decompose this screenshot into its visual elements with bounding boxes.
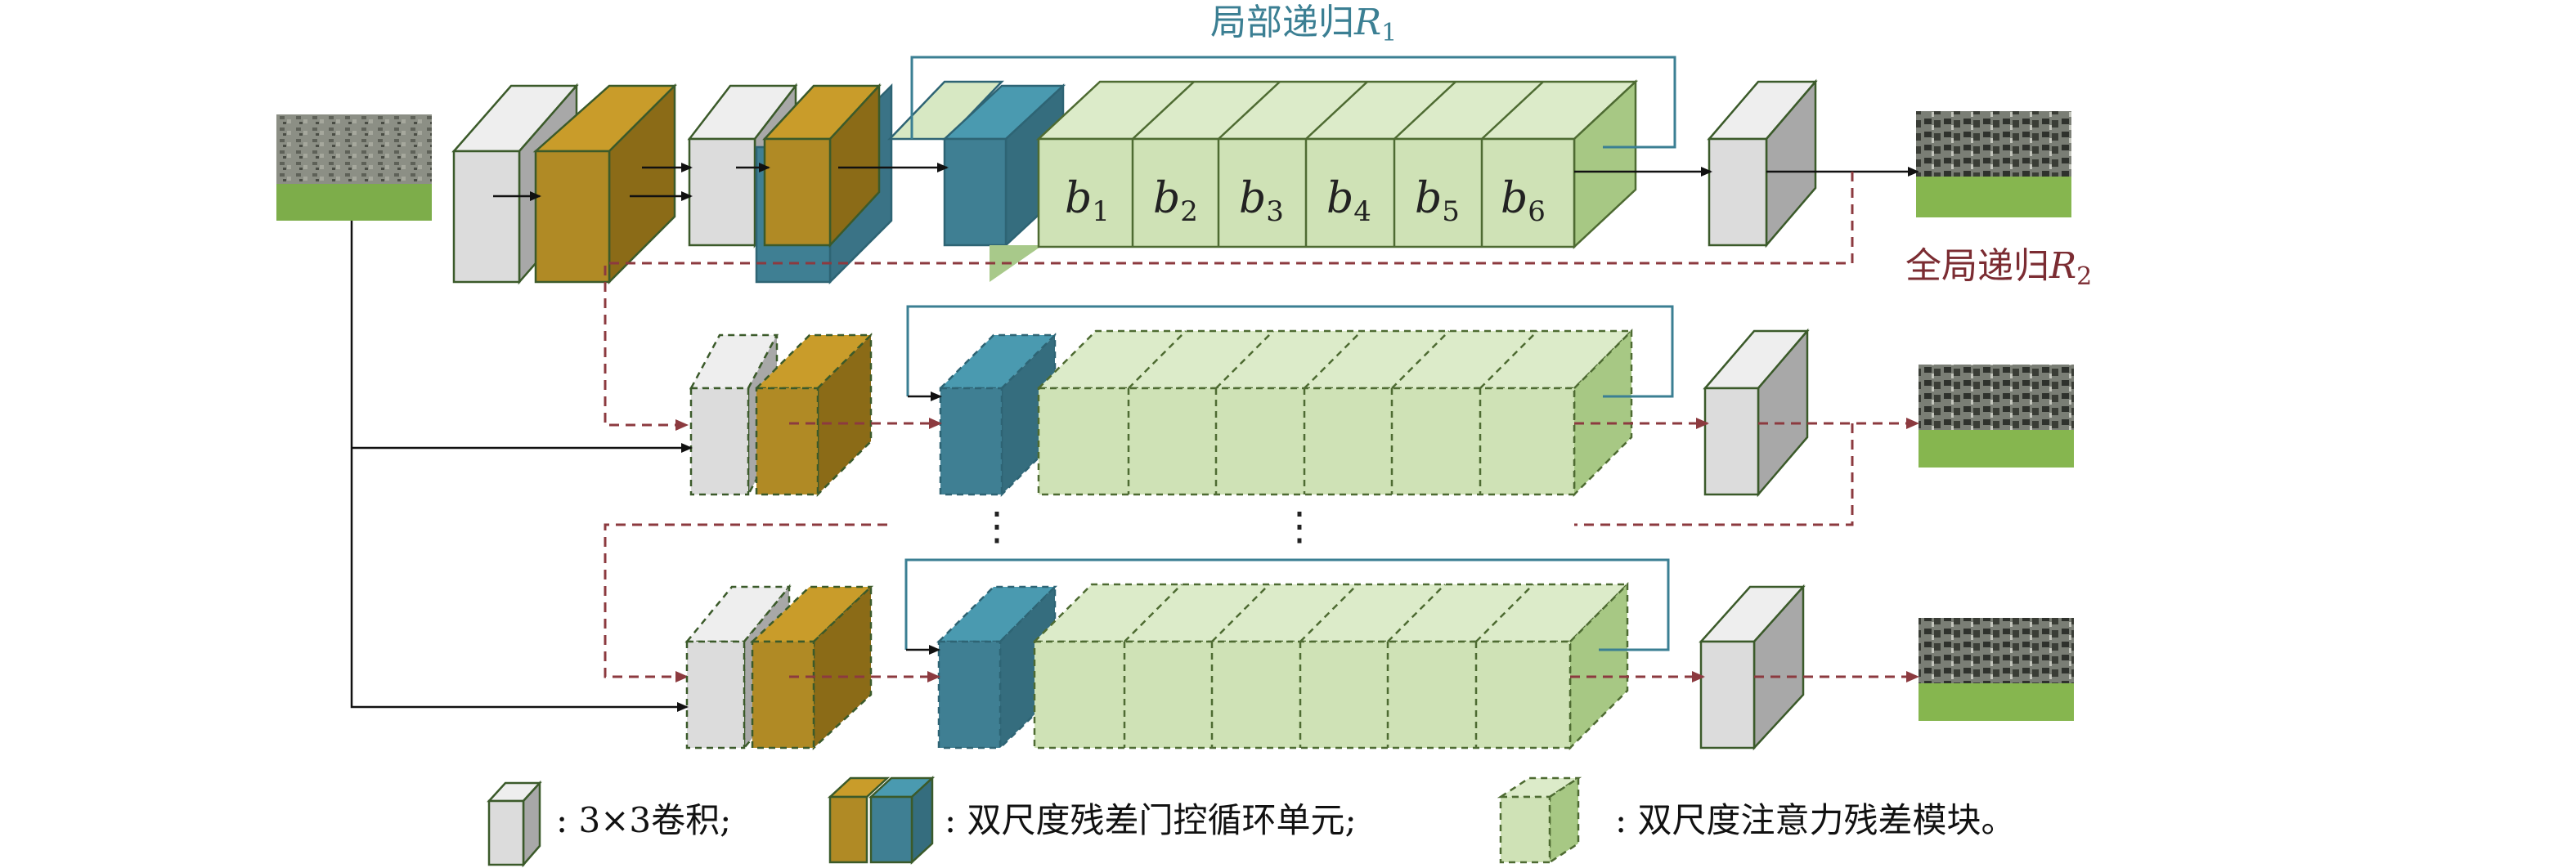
block-label-b4: b4 xyxy=(1326,174,1371,228)
block-labels: b1 b2 b3 b4 b5 b6 xyxy=(1065,174,1546,228)
gru-teal-block-row2 xyxy=(937,332,1058,498)
local-loop-row3 xyxy=(904,558,1670,651)
block-label-b3: b3 xyxy=(1239,174,1284,228)
input-skip-lines xyxy=(350,221,693,712)
attention-blocks-row1 xyxy=(1035,79,1639,249)
local-loop-row2 xyxy=(906,305,1674,398)
legend-gru-icon xyxy=(827,776,936,865)
gru-gold-block-row3 xyxy=(749,584,874,750)
local-loop-row1 xyxy=(910,56,1676,149)
conv-block-end-1 xyxy=(1707,78,1818,248)
local-recursion-label: 局部递归R1 xyxy=(1210,2,1397,47)
legend: : 3×3卷积; : 双尺度残差门控循环单元; : 双尺度注意力残差模块。 xyxy=(487,776,2016,868)
gru-teal-block-1 xyxy=(887,80,1066,282)
legend-gru-text: : 双尺度残差门控循环单元; xyxy=(945,800,1357,840)
attention-blocks-row2 xyxy=(1035,328,1635,498)
conv-block-end-row3 xyxy=(1699,584,1806,751)
block-label-b1: b1 xyxy=(1065,174,1110,228)
row1-arrows xyxy=(493,163,1919,201)
gru-gold-block-1 xyxy=(532,83,678,285)
legend-conv-icon xyxy=(487,780,542,868)
block-label-b5: b5 xyxy=(1415,174,1460,228)
gru-gold-block-2 xyxy=(762,83,882,248)
block-label-b6: b6 xyxy=(1501,174,1546,228)
conv-block-end-row2 xyxy=(1703,328,1810,498)
output-image-1 xyxy=(1916,111,2071,217)
input-image xyxy=(276,114,432,221)
output-image-2 xyxy=(1919,365,2074,468)
attention-blocks-row3 xyxy=(1031,581,1631,751)
output-image-3 xyxy=(1919,618,2074,721)
global-recursion-loop xyxy=(604,172,1854,431)
global-recursion-label: 全局递归R2 xyxy=(1905,245,2092,291)
block-label-b2: b2 xyxy=(1153,174,1198,228)
gru-gold-block-row2 xyxy=(753,332,874,498)
legend-attention-icon xyxy=(1497,776,1582,865)
global-loop-row2-row3 xyxy=(604,423,1854,677)
legend-attention-text: : 双尺度注意力残差模块。 xyxy=(1615,800,2016,840)
ellipsis-right: ⋮ xyxy=(1280,503,1319,549)
legend-conv-text: : 3×3卷积; xyxy=(556,800,731,840)
ellipsis-left: ⋮ xyxy=(977,503,1016,549)
